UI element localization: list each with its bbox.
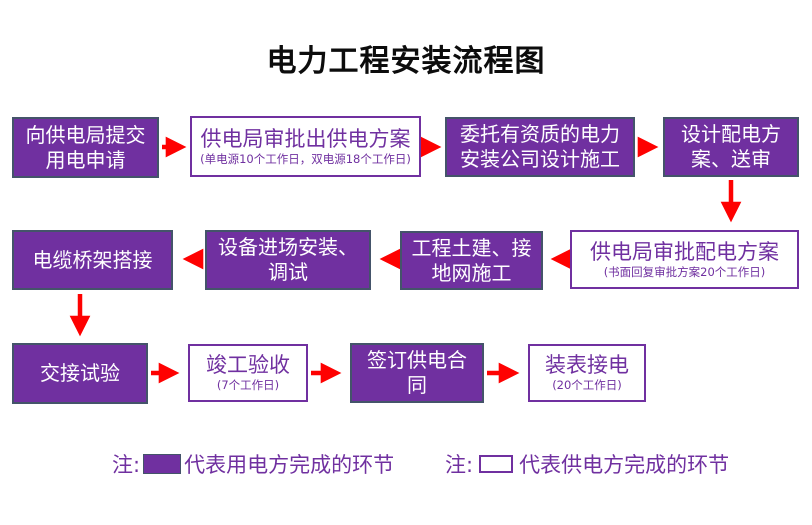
node-subtext: (20个工作日) (552, 378, 622, 392)
node-subtext: (7个工作日) (216, 378, 280, 392)
node-text: 供电局审批出供电方案 (200, 126, 411, 151)
node-text: 用电申请 (45, 147, 126, 172)
node-text: 同 (407, 373, 427, 397)
node-text: 地网施工 (431, 260, 512, 285)
flow-node-bridge: 电缆桥架搭接 (12, 230, 173, 290)
legend-item-supplier: 注: 代表供电方完成的环节 (445, 449, 729, 479)
node-text: 调试 (268, 260, 308, 284)
flow-node-test: 交接试验 (12, 343, 148, 404)
legend-purple-swatch (143, 454, 182, 474)
flow-node-design: 设计配电方 案、送审 (663, 117, 799, 177)
node-text: 工程土建、接 (411, 235, 532, 260)
node-text: 电缆桥架搭接 (32, 247, 153, 272)
page-title: 电力工程安装流程图 (266, 44, 546, 79)
legend-note-label: 注: (112, 453, 141, 477)
node-text: 设计配电方 (681, 122, 781, 146)
node-text: 向供电局提交 (25, 122, 146, 147)
node-text: 交接试验 (40, 361, 120, 385)
flow-node-install: 设备进场安装、 调试 (205, 230, 371, 290)
flow-node-entrust: 委托有资质的电力 安装公司设计施工 (445, 117, 635, 177)
legend-item-label: 代表供电方完成的环节 (519, 453, 730, 477)
node-text: 竣工验收 (206, 353, 290, 377)
flow-node-contract: 签订供电合 同 (350, 343, 484, 403)
legend-item-label: 代表用电方完成的环节 (184, 453, 395, 477)
flow-node-civil: 工程土建、接 地网施工 (400, 231, 543, 290)
node-subtext: (单电源10个工作日，双电源18个工作日) (200, 151, 411, 166)
node-subtext: (书面回复审批方案20个工作日) (603, 264, 766, 279)
node-text: 设备进场安装、 (218, 235, 358, 259)
node-text: 委托有资质的电力 (460, 122, 620, 146)
legend: 注: 代表用电方完成的环节 注: 代表供电方完成的环节 (0, 449, 812, 477)
node-text: 供电局审批配电方案 (590, 239, 779, 264)
node-text: 签订供电合 (367, 348, 467, 372)
flow-node-supply-plan: 供电局审批出供电方案 (单电源10个工作日，双电源18个工作日) (190, 116, 421, 177)
node-text: 案、送审 (691, 147, 771, 171)
legend-item-consumer: 注: 代表用电方完成的环节 (112, 449, 394, 479)
flow-node-apply: 向供电局提交 用电申请 (12, 117, 159, 178)
legend-note-label: 注: (445, 453, 474, 477)
node-text: 装表接电 (545, 353, 629, 377)
legend-white-swatch (479, 455, 514, 473)
node-text: 安装公司设计施工 (460, 147, 620, 171)
flow-node-meter: 装表接电 (20个工作日) (528, 344, 646, 402)
flow-node-dist-plan: 供电局审批配电方案 (书面回复审批方案20个工作日) (570, 230, 799, 289)
flow-node-completion: 竣工验收 (7个工作日) (188, 344, 308, 402)
